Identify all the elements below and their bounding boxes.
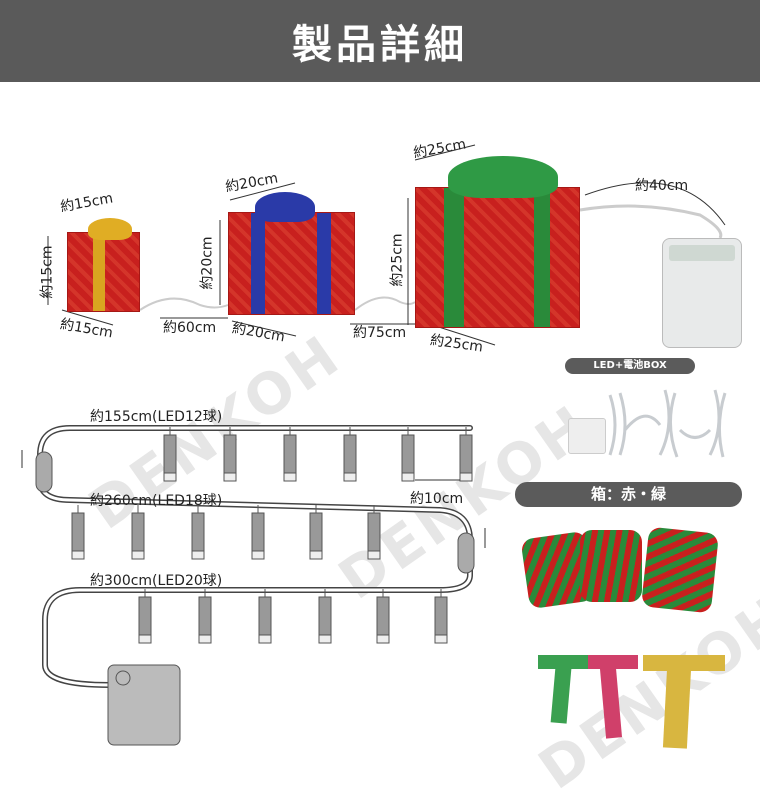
small-height-label: 約15cm bbox=[39, 245, 56, 299]
led-bulb bbox=[191, 512, 205, 552]
folded-box-3 bbox=[641, 526, 719, 614]
led-bulb bbox=[318, 596, 332, 636]
pink-ribbon-icon bbox=[588, 655, 638, 669]
led-bulb bbox=[223, 434, 237, 474]
connector-2 bbox=[457, 532, 475, 574]
gift-box-medium bbox=[228, 212, 355, 315]
gift-box-small bbox=[67, 232, 140, 312]
cable-1-label: 約60cm bbox=[163, 320, 217, 336]
led-bulb bbox=[309, 512, 323, 552]
led-bulb bbox=[283, 434, 297, 474]
gold-ribbon-tail bbox=[662, 667, 692, 749]
string-3-label: 約300cm(LED20球) bbox=[90, 573, 223, 589]
header-bar: 製品詳細 bbox=[0, 0, 760, 82]
led-bulb bbox=[343, 434, 357, 474]
led-battery-photo bbox=[568, 418, 606, 454]
led-box-label: LED+電池BOX bbox=[565, 358, 695, 374]
cable-3-label: 約40cm bbox=[635, 178, 689, 194]
gift-box-large bbox=[415, 187, 580, 328]
green-ribbon-icon bbox=[538, 655, 588, 669]
large-height-label: 約25cm bbox=[389, 233, 406, 287]
box-colors-label: 箱：赤・緑 bbox=[515, 482, 742, 507]
led-bulb bbox=[198, 596, 212, 636]
led-bulb bbox=[258, 596, 272, 636]
led-bulb bbox=[376, 596, 390, 636]
folded-box-2 bbox=[580, 530, 642, 602]
string-1-label: 約155cm(LED12球) bbox=[90, 409, 223, 425]
connector-1 bbox=[35, 451, 53, 493]
cable-2-label: 約75cm bbox=[353, 325, 407, 341]
battery-box bbox=[662, 238, 742, 348]
medium-height-label: 約20cm bbox=[199, 236, 216, 290]
gold-ribbon-icon bbox=[643, 655, 725, 671]
led-bulb bbox=[131, 512, 145, 552]
led-bulb bbox=[401, 434, 415, 474]
led-bulb bbox=[71, 512, 85, 552]
light-strings-diagram bbox=[21, 425, 486, 746]
page-title: 製品詳細 bbox=[292, 22, 468, 68]
battery-box-diagram bbox=[107, 664, 181, 746]
green-bow-icon bbox=[448, 156, 558, 198]
led-bulb bbox=[138, 596, 152, 636]
string-2-label: 約260cm(LED18球) bbox=[90, 493, 223, 509]
blue-bow-icon bbox=[255, 192, 315, 222]
led-bulb bbox=[434, 596, 448, 636]
led-bulb bbox=[163, 434, 177, 474]
green-ribbon-tail bbox=[550, 667, 572, 724]
led-string-bundle bbox=[608, 389, 727, 458]
bulb-spacing-label: 約10cm bbox=[410, 491, 464, 507]
gold-bow-icon bbox=[88, 218, 132, 240]
led-bulb bbox=[367, 512, 381, 552]
led-bulb bbox=[459, 434, 473, 474]
led-bulb bbox=[251, 512, 265, 552]
